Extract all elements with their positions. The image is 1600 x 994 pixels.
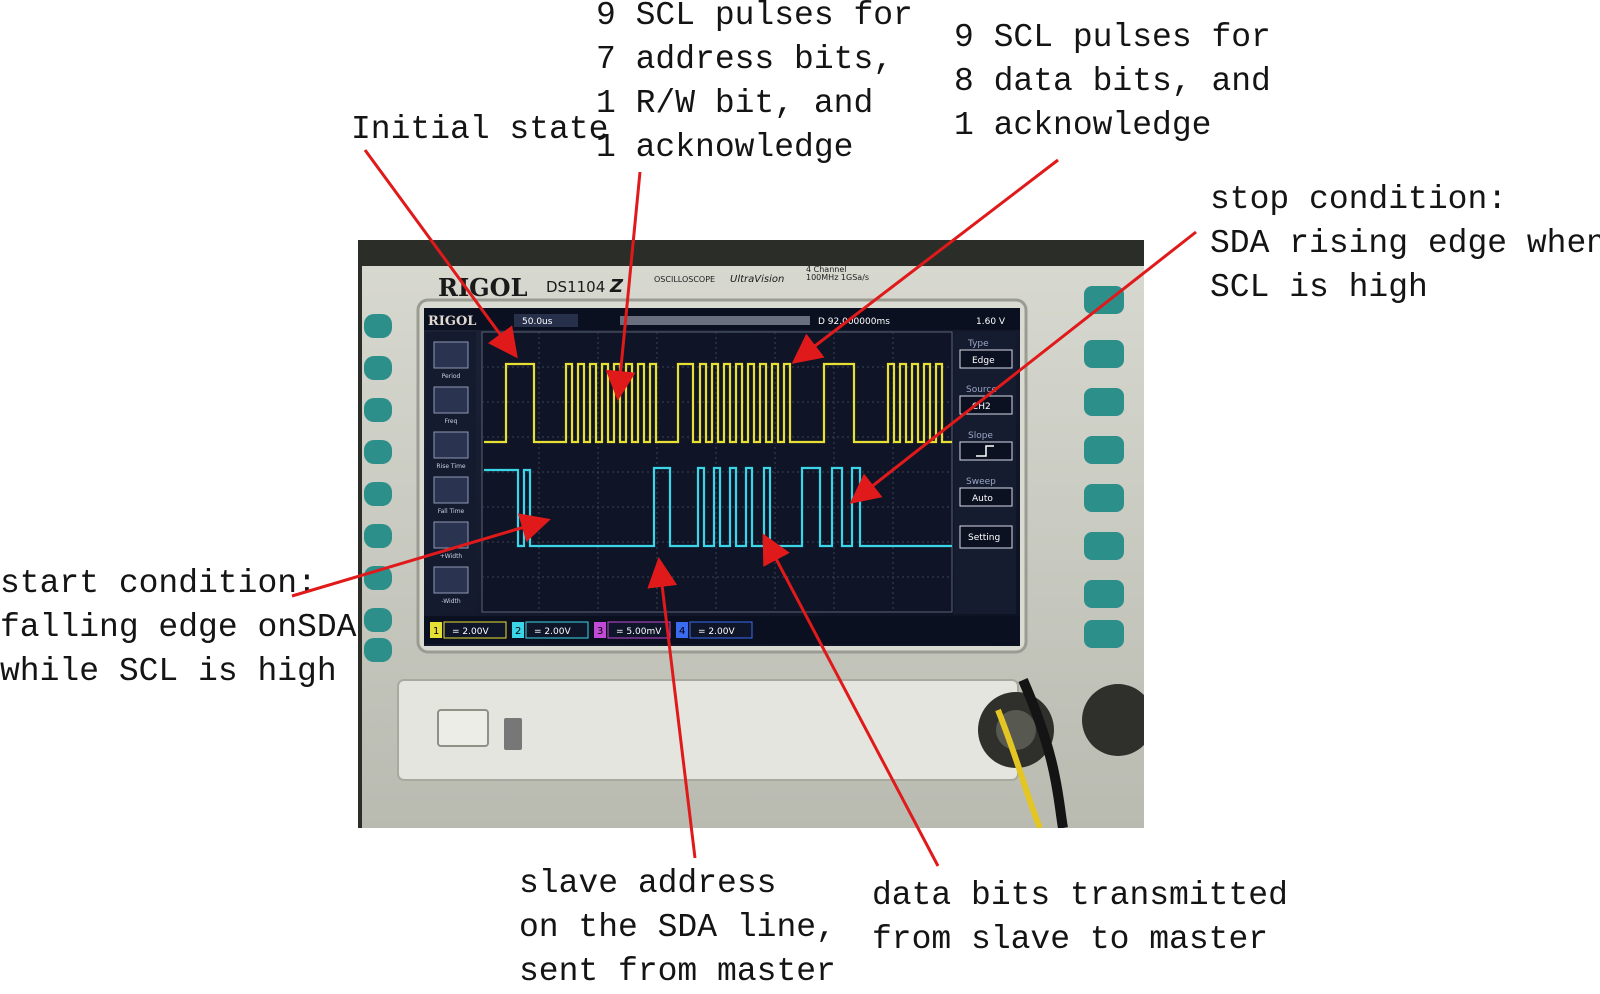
- right-key[interactable]: [1084, 388, 1124, 416]
- channel-status-bar: 1 = 2.00V 2 = 2.00V 3 = 5.00mV 4 = 2.00V: [424, 616, 1020, 644]
- left-key[interactable]: [364, 566, 392, 590]
- menu-setting-button[interactable]: [959, 525, 1013, 549]
- trigger-menu: Type Edge Source CH2 Slope Sweep Auto Se…: [954, 332, 1016, 614]
- oscilloscope-illustration: RIGOL DS1104 Z OSCILLOSCOPE UltraVision …: [358, 240, 1144, 828]
- delay-readout: D 92.000000ms: [818, 317, 890, 327]
- measure-item-label: -Width: [441, 598, 461, 605]
- measure-item-icon[interactable]: [433, 566, 469, 594]
- measure-item-label: Freq: [445, 418, 458, 425]
- annotation-stop-condition: stop condition: SDA rising edge when SCL…: [1210, 181, 1600, 306]
- channel-scale: = 2.00V: [534, 627, 571, 637]
- left-key[interactable]: [364, 398, 392, 422]
- measure-item-label: Rise Time: [436, 463, 466, 470]
- menu-type-value: Edge: [972, 356, 995, 366]
- timebase-readout: 50.0us: [522, 317, 553, 327]
- menu-sweep-value: Auto: [972, 494, 993, 504]
- bnc-connector-inner: [996, 710, 1036, 750]
- annotation-data-bits: data bits transmitted from slave to mast…: [872, 877, 1288, 958]
- right-key[interactable]: [1084, 484, 1124, 512]
- channel-number: 3: [597, 626, 603, 637]
- annotation-slave-address: slave address on the SDA line, sent from…: [519, 865, 836, 990]
- channel-scale: = 5.00mV: [616, 627, 662, 637]
- measure-item-icon[interactable]: [433, 341, 469, 369]
- scope-lower-panel: [397, 679, 1019, 781]
- screen-brand: RIGOL: [428, 314, 476, 329]
- menu-type-title: Type: [967, 339, 989, 349]
- channel-number: 2: [515, 626, 521, 637]
- annotation-address-pulses: 9 SCL pulses for 7 address bits, 1 R/W b…: [596, 0, 913, 166]
- model-name: DS1104: [546, 278, 605, 296]
- menu-source-title: Source: [966, 385, 997, 395]
- left-key[interactable]: [364, 314, 392, 338]
- menu-setting-label: Setting: [968, 533, 1000, 543]
- measure-item-icon[interactable]: [433, 476, 469, 504]
- channel-scale-box[interactable]: [525, 621, 589, 639]
- right-key[interactable]: [1084, 620, 1124, 648]
- usb-port-cover: [437, 709, 489, 747]
- left-key[interactable]: [364, 356, 392, 380]
- measure-item-icon[interactable]: [433, 386, 469, 414]
- menu-sweep-title: Sweep: [966, 477, 996, 487]
- channel-number-badge: [512, 622, 524, 638]
- annotation-initial-state: Initial state: [351, 111, 609, 148]
- memory-bar: [620, 316, 810, 325]
- channel-scale: = 2.00V: [452, 627, 489, 637]
- channel-number-badge: [430, 622, 442, 638]
- probe-cable: [995, 708, 1043, 828]
- annotation-start-condition: start condition: falling edge onSDA whil…: [0, 565, 357, 690]
- spec-rate: 100MHz 1GSa/s: [806, 273, 869, 282]
- oscilloscope-photo: RIGOL DS1104 Z OSCILLOSCOPE UltraVision …: [358, 240, 1144, 828]
- model-suffix: Z: [609, 276, 624, 297]
- channel-scale-box[interactable]: [443, 621, 507, 639]
- measure-item-label: +Width: [440, 553, 463, 560]
- trigger-menu-panel: [954, 332, 1016, 614]
- left-key[interactable]: [364, 608, 392, 632]
- channel-number: 1: [433, 626, 439, 637]
- trigger-level: 1.60 V: [976, 317, 1006, 327]
- measure-item-icon[interactable]: [433, 431, 469, 459]
- label-oscilloscope: OSCILLOSCOPE: [654, 275, 715, 284]
- measure-item-icon[interactable]: [433, 521, 469, 549]
- left-key[interactable]: [364, 440, 392, 464]
- left-key[interactable]: [364, 638, 392, 662]
- right-key[interactable]: [1084, 286, 1124, 314]
- label-ultravision: UltraVision: [730, 274, 784, 285]
- annotation-data-pulses: 9 SCL pulses for 8 data bits, and 1 ackn…: [954, 19, 1271, 144]
- measure-item-label: Fall Time: [438, 508, 465, 515]
- menu-source-value: CH2: [972, 402, 991, 412]
- right-key[interactable]: [1084, 532, 1124, 560]
- sda-waveform: [484, 466, 952, 548]
- channel-scale: = 2.00V: [698, 627, 735, 637]
- bnc-connector: [1082, 684, 1144, 756]
- left-key[interactable]: [364, 524, 392, 548]
- timebase-box: [514, 314, 578, 327]
- left-key[interactable]: [364, 482, 392, 506]
- brand-logo: RIGOL: [438, 273, 528, 302]
- channel-number-badge: [594, 622, 606, 638]
- channel-number: 4: [679, 626, 685, 637]
- right-key[interactable]: [1084, 580, 1124, 608]
- probe-cable: [1018, 677, 1068, 828]
- right-key[interactable]: [1084, 436, 1124, 464]
- right-key[interactable]: [1084, 340, 1124, 368]
- measure-item-label: Period: [442, 373, 461, 380]
- usb-port: [504, 718, 522, 750]
- menu-slope-title: Slope: [968, 431, 993, 441]
